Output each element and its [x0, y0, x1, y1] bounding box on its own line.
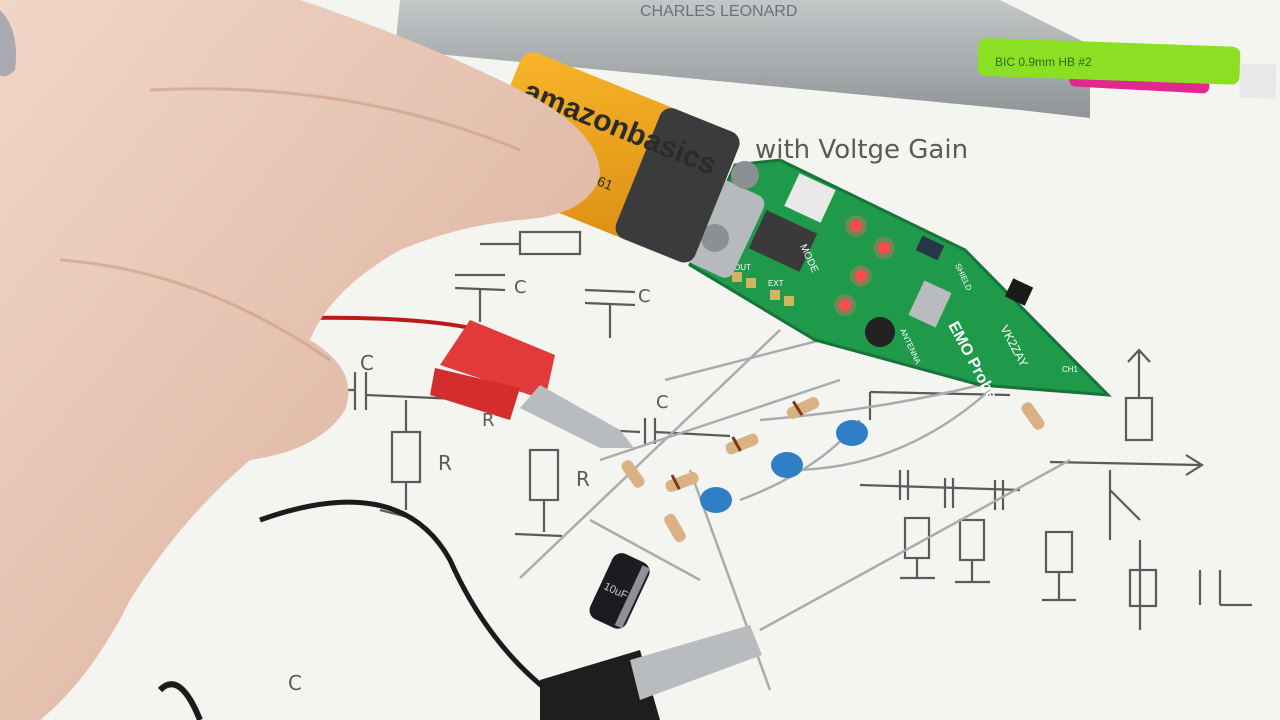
black-alligator-clip [157, 499, 762, 720]
label-c3: C [638, 286, 651, 307]
electrolytic-capacitor: 10uF [589, 553, 650, 629]
pcb-silk-ext: EXT [768, 279, 784, 288]
pcb-silk-out: OUT [734, 263, 751, 272]
label-r3: R [482, 410, 495, 431]
handwritten-title: with Voltge Gain [755, 135, 968, 165]
label-c4: C [656, 392, 669, 413]
pencil-text: BIC 0.9mm HB #2 [995, 55, 1092, 69]
label-c1: C [360, 351, 374, 375]
component-leads [519, 328, 1071, 691]
ceramic-capacitors [700, 420, 868, 513]
pencils: BIC 0.9mm HB #2 [977, 38, 1277, 99]
label-c5: C [288, 671, 302, 695]
resistors [621, 397, 1045, 543]
steel-ruler: CHARLES LEONARD [395, 0, 1090, 118]
ruler-text: CHARLES LEONARD [640, 3, 797, 20]
pcb-silk-ch1: CH1 [1062, 365, 1079, 374]
emo-probe-pcb: EMO Probe VK2ZAY MODE OUT EXT SHIELD ANT… [667, 158, 1112, 403]
label-r1: R [438, 451, 452, 475]
label-c2: C [514, 277, 527, 298]
label-r2: R [576, 467, 590, 491]
hand [0, 0, 600, 720]
